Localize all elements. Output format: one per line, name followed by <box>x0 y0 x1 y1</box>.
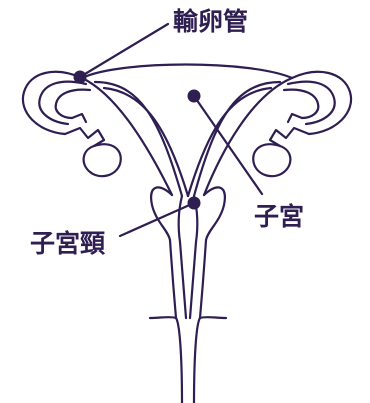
label-cervix-group: 子宮頸 <box>30 197 201 259</box>
dot-uterus <box>188 90 201 103</box>
label-uterus: 子宮 <box>254 202 304 231</box>
vagina <box>150 240 226 403</box>
leader-cervix <box>120 203 194 236</box>
left-ovary <box>84 144 121 176</box>
label-cervix: 子宮頸 <box>30 229 106 258</box>
right-ovary <box>253 144 290 176</box>
dot-cervix <box>188 197 201 210</box>
label-fallopian-tube: 輸卵管 <box>173 7 248 36</box>
dot-fallopian-tube <box>74 71 87 84</box>
